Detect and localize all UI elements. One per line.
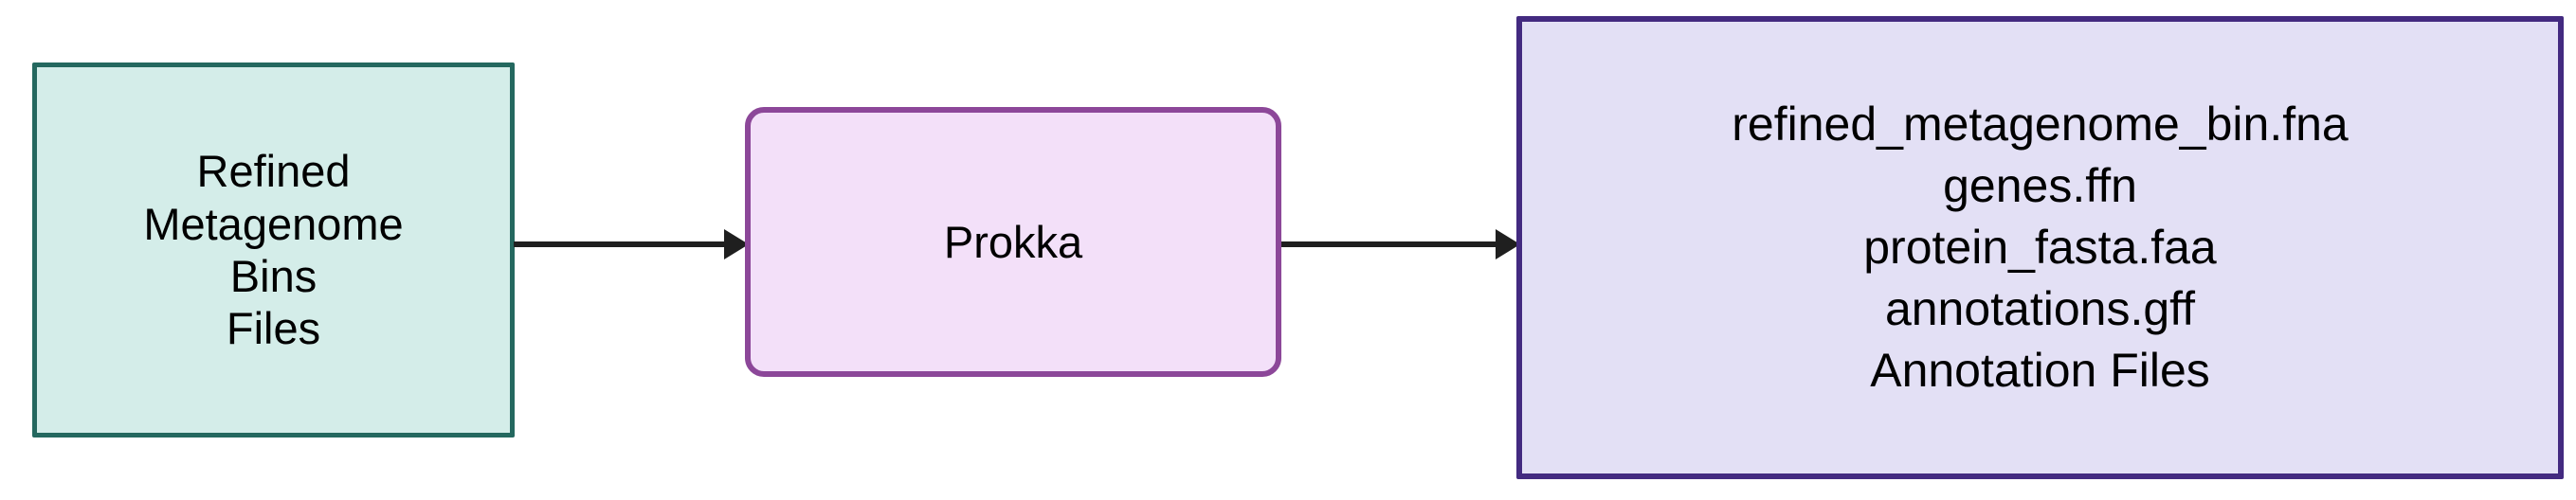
node-prokka[interactable]: Prokka (745, 107, 1281, 377)
node-output-label: refined_metagenome_bin.fna genes.ffn pro… (1732, 98, 2349, 397)
edge-prokka-to-output (1281, 229, 1520, 259)
edge-input-to-prokka (514, 229, 749, 259)
node-input-label: Refined Metagenome Bins Files (143, 146, 404, 354)
node-process-label: Prokka (943, 216, 1083, 267)
edge-input-to-prokka-arrowhead (724, 229, 749, 259)
edge-prokka-to-output-arrowhead (1496, 229, 1520, 259)
node-annotation-files[interactable]: refined_metagenome_bin.fna genes.ffn pro… (1516, 16, 2564, 479)
node-refined-metagenome-bins-files[interactable]: Refined Metagenome Bins Files (32, 62, 515, 438)
